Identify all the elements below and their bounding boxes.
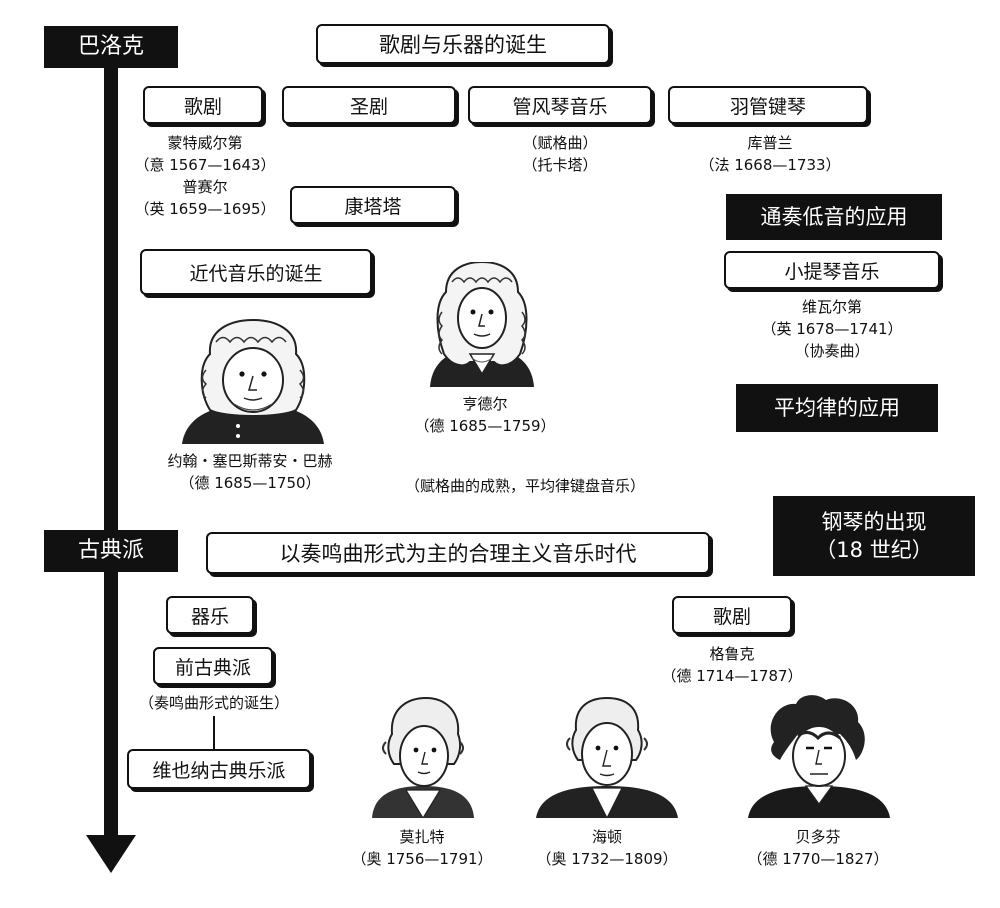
composer-mozart-dates: （奥 1756—1791） [351, 850, 493, 868]
vienna-classical-school: 维也纳古典乐派 [127, 749, 311, 789]
composer-beethoven-dates: （德 1770—1827） [747, 850, 889, 868]
piano-appearance-century: （18 世纪） [815, 538, 933, 562]
handel-portrait [430, 262, 534, 387]
opera-composers: 蒙特威尔第 （意 1567—1643） 普赛尔 （英 1659—1695） [110, 132, 300, 220]
composer-handel-dates: （德 1685—1759） [414, 417, 556, 435]
timeline-arrowhead [86, 835, 136, 873]
category-harpsichord: 羽管键琴 [668, 86, 868, 124]
category-organ-music: 管风琴音乐 [468, 86, 652, 124]
category-cantata: 康塔塔 [290, 186, 456, 224]
composer-mozart: 莫扎特 [399, 828, 445, 846]
gluck-caption: 格鲁克 （德 1714—1787） [650, 643, 814, 687]
composer-monteverdi-dates: （意 1567—1643） [134, 156, 276, 174]
modern-music-birth: 近代音乐的诞生 [140, 249, 372, 295]
beethoven-portrait [748, 695, 890, 818]
form-toccata: （托卡塔） [522, 156, 598, 174]
composer-gluck: 格鲁克 [709, 645, 755, 663]
composer-vivaldi: 维瓦尔第 [801, 298, 862, 316]
composer-handel: 亨德尔 [462, 395, 508, 413]
beethoven-caption: 贝多芬 （德 1770—1827） [732, 826, 904, 870]
composer-gluck-dates: （德 1714—1787） [661, 667, 803, 685]
mozart-caption: 莫扎特 （奥 1756—1791） [336, 826, 508, 870]
bach-portrait [182, 318, 324, 444]
harpsichord-composer: 库普兰 （法 1668—1733） [685, 132, 855, 176]
organ-forms: （赋格曲） （托卡塔） [480, 132, 640, 176]
haydn-portrait [536, 696, 678, 818]
handel-caption: 亨德尔 （德 1685—1759） [395, 393, 575, 437]
era-classical: 古典派 [44, 530, 178, 572]
era-baroque: 巴洛克 [44, 26, 178, 68]
composer-couperin-dates: （法 1668—1733） [699, 156, 841, 174]
equal-temperament-label: 平均律的应用 [736, 384, 938, 432]
category-instrumental: 器乐 [166, 596, 254, 634]
category-classical-opera: 歌剧 [672, 596, 792, 634]
vivaldi-form: （协奏曲） [794, 342, 870, 360]
composer-monteverdi: 蒙特威尔第 [167, 134, 243, 152]
composer-beethoven: 贝多芬 [795, 828, 841, 846]
composer-couperin: 库普兰 [747, 134, 793, 152]
fugue-note: （赋格曲的成熟，平均律键盘音乐） [404, 477, 645, 495]
composer-bach-dates: （德 1685—1750） [179, 474, 321, 492]
connector-line [213, 716, 215, 750]
timeline-axis [104, 50, 118, 840]
classical-banner: 以奏鸣曲形式为主的合理主义音乐时代 [206, 532, 710, 574]
composer-vivaldi-dates: （英 1678—1741） [761, 320, 903, 338]
baroque-banner: 歌剧与乐器的诞生 [316, 24, 610, 64]
composer-bach: 约翰・塞巴斯蒂安・巴赫 [167, 452, 333, 470]
mozart-portrait [372, 696, 474, 818]
violin-music: 小提琴音乐 [724, 251, 940, 289]
haydn-caption: 海顿 （奥 1732—1809） [521, 826, 693, 870]
category-oratorio: 圣剧 [282, 86, 456, 124]
piano-appearance-title: 钢琴的出现 [821, 509, 927, 534]
composer-haydn-dates: （奥 1732—1809） [536, 850, 678, 868]
pre-classical: 前古典派 [153, 647, 273, 685]
bach-caption: 约翰・塞巴斯蒂安・巴赫 （德 1685—1750） [130, 450, 370, 494]
composer-haydn: 海顿 [591, 828, 622, 846]
piano-appearance-label: 钢琴的出现 （18 世纪） [773, 496, 975, 576]
category-opera: 歌剧 [143, 86, 263, 124]
basso-continuo-label: 通奏低音的应用 [726, 194, 942, 240]
composer-purcell: 普赛尔 [182, 178, 228, 196]
sonata-form-birth: （奏鸣曲形式的诞生） [138, 694, 289, 712]
form-fugue: （赋格曲） [522, 134, 598, 152]
composer-purcell-dates: （英 1659—1695） [134, 200, 276, 218]
vivaldi-caption: 维瓦尔第 （英 1678—1741） （协奏曲） [742, 296, 922, 362]
